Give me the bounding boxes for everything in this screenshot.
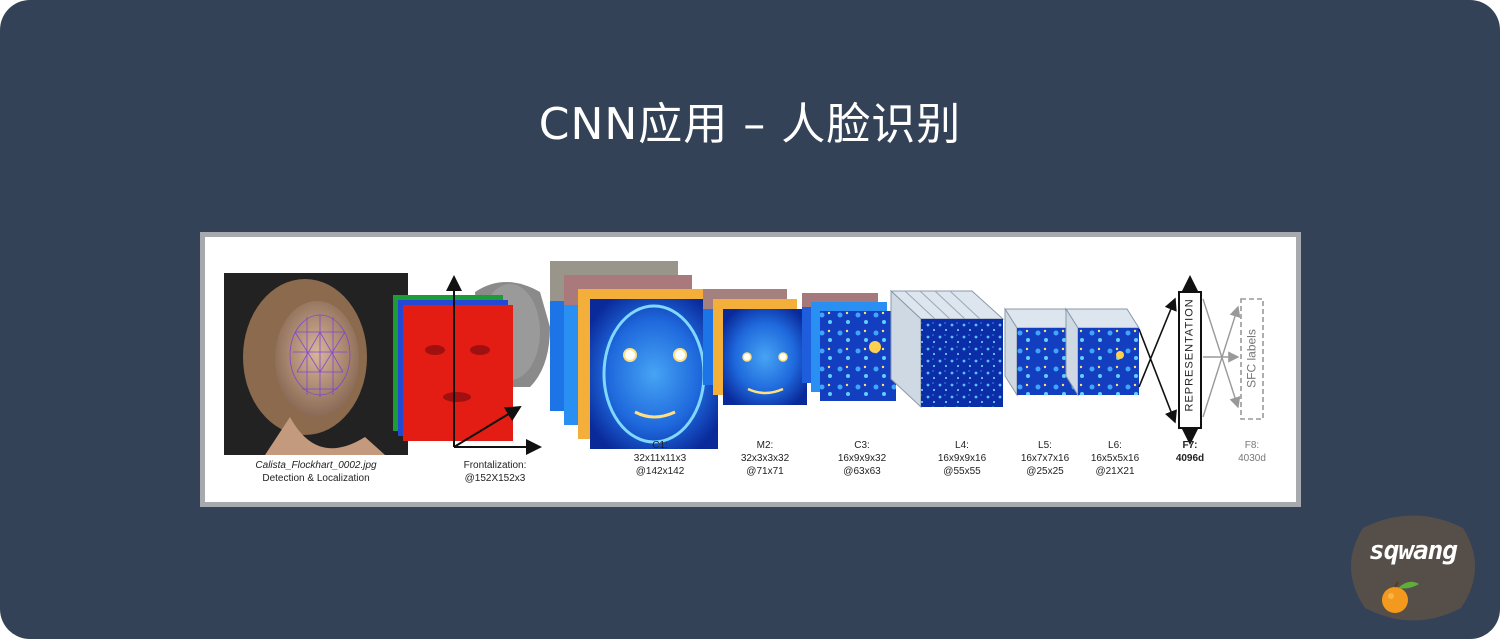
- layer-size: @71x71: [746, 466, 784, 477]
- layer-name: M2:: [756, 440, 774, 451]
- layer-filter: 16x9x9x32: [837, 453, 887, 464]
- input-face-photo: [224, 273, 408, 455]
- layer-name: C1:: [652, 440, 668, 451]
- input-filename: Calista_Flockhart_0002.jpg: [255, 460, 377, 471]
- layer-caption-c3: C3: 16x9x9x32 @63x63: [817, 439, 907, 478]
- layer-name: L5:: [1038, 440, 1052, 451]
- layer-size: @142x142: [635, 466, 685, 477]
- layer-size: @55x55: [943, 466, 981, 477]
- l6-feature-maps: [1065, 307, 1140, 397]
- deepface-architecture-figure: REPRESENTATION SFC labels Calista_Flockh…: [200, 232, 1301, 507]
- layer-filter: 16x5x5x16: [1090, 453, 1140, 464]
- layer-caption-m2: M2: 32x3x3x32 @71x71: [720, 439, 810, 478]
- layer-size: @63x63: [843, 466, 881, 477]
- sqwang-logo: sqwang: [1343, 508, 1483, 626]
- layer-caption-l6: L6: 16x5x5x16 @21X21: [1075, 439, 1155, 478]
- frontalization-stack: [393, 282, 550, 441]
- layer-caption-f8: F8: 4030d: [1222, 439, 1282, 465]
- logo-badge: [1350, 515, 1476, 621]
- layer-filter: 32x11x11x3: [633, 453, 687, 464]
- layer-caption-f7: F7: 4096d: [1160, 439, 1220, 465]
- f7-box-label: REPRESENTATION: [1183, 298, 1196, 412]
- layer-size: @21X21: [1095, 466, 1135, 477]
- c3-feature-maps: [802, 293, 896, 401]
- layer-caption-c1: C1: 32x11x11x3 @142x142: [610, 439, 710, 478]
- architecture-diagram: [224, 261, 1264, 455]
- layer-name: L6:: [1108, 440, 1122, 451]
- f8-sfc-box: [1240, 298, 1264, 420]
- layer-caption-l5: L5: 16x7x7x16 @25x25: [1005, 439, 1085, 478]
- f7-representation-box: [1178, 275, 1202, 445]
- m2-feature-maps: [703, 289, 807, 405]
- layer-dims: 4096d: [1175, 453, 1205, 464]
- logo-text: sqwang: [1369, 536, 1458, 566]
- frontalization-dims: @152X152x3: [464, 473, 526, 484]
- input-caption: Detection & Localization: [262, 473, 370, 484]
- layer-filter: 16x7x7x16: [1020, 453, 1070, 464]
- l4-feature-maps: [889, 289, 1005, 409]
- f8-box-label: SFC labels: [1244, 329, 1259, 388]
- orange-icon: [1382, 581, 1419, 613]
- slide-title: CNN应用 – 人脸识别: [538, 99, 962, 150]
- frontalization-label: Frontalization:: [463, 460, 527, 471]
- layer-size: @25x25: [1026, 466, 1064, 477]
- layer-caption-l4: L4: 16x9x9x16 @55x55: [917, 439, 1007, 478]
- c1-feature-maps: [550, 261, 718, 449]
- layer-name: C3:: [854, 440, 870, 451]
- layer-filter: 16x9x9x16: [937, 453, 987, 464]
- layer-dims: 4030d: [1238, 453, 1266, 464]
- layer-name: F8:: [1244, 440, 1260, 451]
- layer-name: F7:: [1182, 440, 1198, 451]
- layer-name: L4:: [955, 440, 969, 451]
- layer-filter: 32x3x3x32: [740, 453, 790, 464]
